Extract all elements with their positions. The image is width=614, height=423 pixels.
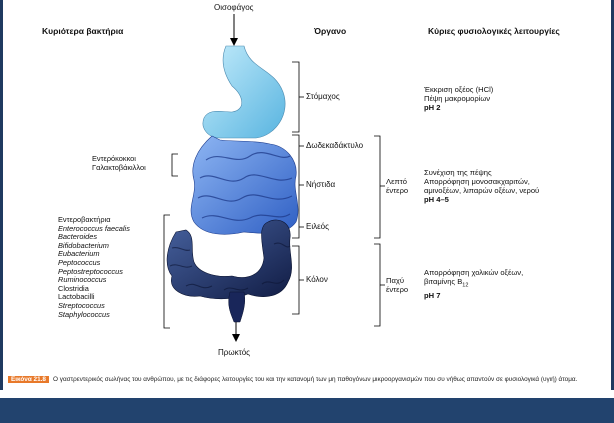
organ-ileum: Ειλεός bbox=[306, 222, 329, 231]
anus-label: Πρωκτός bbox=[218, 348, 250, 357]
organ-jejunum: Νήστιδα bbox=[306, 180, 335, 189]
functions-stomach: Έκκριση οξέος (HCl) Πέψη μακρομορίων pH … bbox=[424, 85, 493, 112]
bacteria-small-intestine: Εντερόκοκκοι Γαλακτοβάκιλλοι bbox=[92, 155, 146, 172]
stomach-shape bbox=[203, 46, 285, 138]
esophagus-arrowhead bbox=[230, 38, 238, 46]
caption-text: Ο γαστρεντερικός σωλήνας του ανθρώπου, μ… bbox=[53, 376, 577, 383]
header-functions: Κύριες φυσιολογικές λειτουργίες bbox=[428, 26, 560, 36]
figure-label: Εικόνα 21.8 bbox=[8, 376, 49, 383]
intestine-group-brackets bbox=[374, 136, 385, 326]
bacteria-item: Staphylococcus bbox=[58, 311, 130, 320]
functions-small-intestine: Συνέχιση της πέψης Απορρόφηση μονοσακχαρ… bbox=[424, 168, 539, 204]
organ-colon: Κόλον bbox=[306, 275, 328, 284]
organ-duodenum: Δωδεκαδάκτυλο bbox=[306, 141, 363, 150]
organ-stomach: Στόμαχος bbox=[306, 92, 340, 101]
header-bacteria: Κυριότερα βακτήρια bbox=[42, 26, 123, 36]
header-organ: Όργανο bbox=[314, 26, 346, 36]
figure-caption: Εικόνα 21.8 Ο γαστρεντερικός σωλήνας του … bbox=[8, 374, 608, 385]
functions-large-intestine: Απορρόφηση χολικών οξέων, βιταμίνης Β12 … bbox=[424, 268, 523, 300]
esophagus-label: Οισοφάγος bbox=[214, 3, 254, 12]
anus-arrowhead bbox=[232, 334, 240, 342]
bottom-bar bbox=[0, 398, 614, 423]
rectum-shape bbox=[229, 292, 245, 322]
